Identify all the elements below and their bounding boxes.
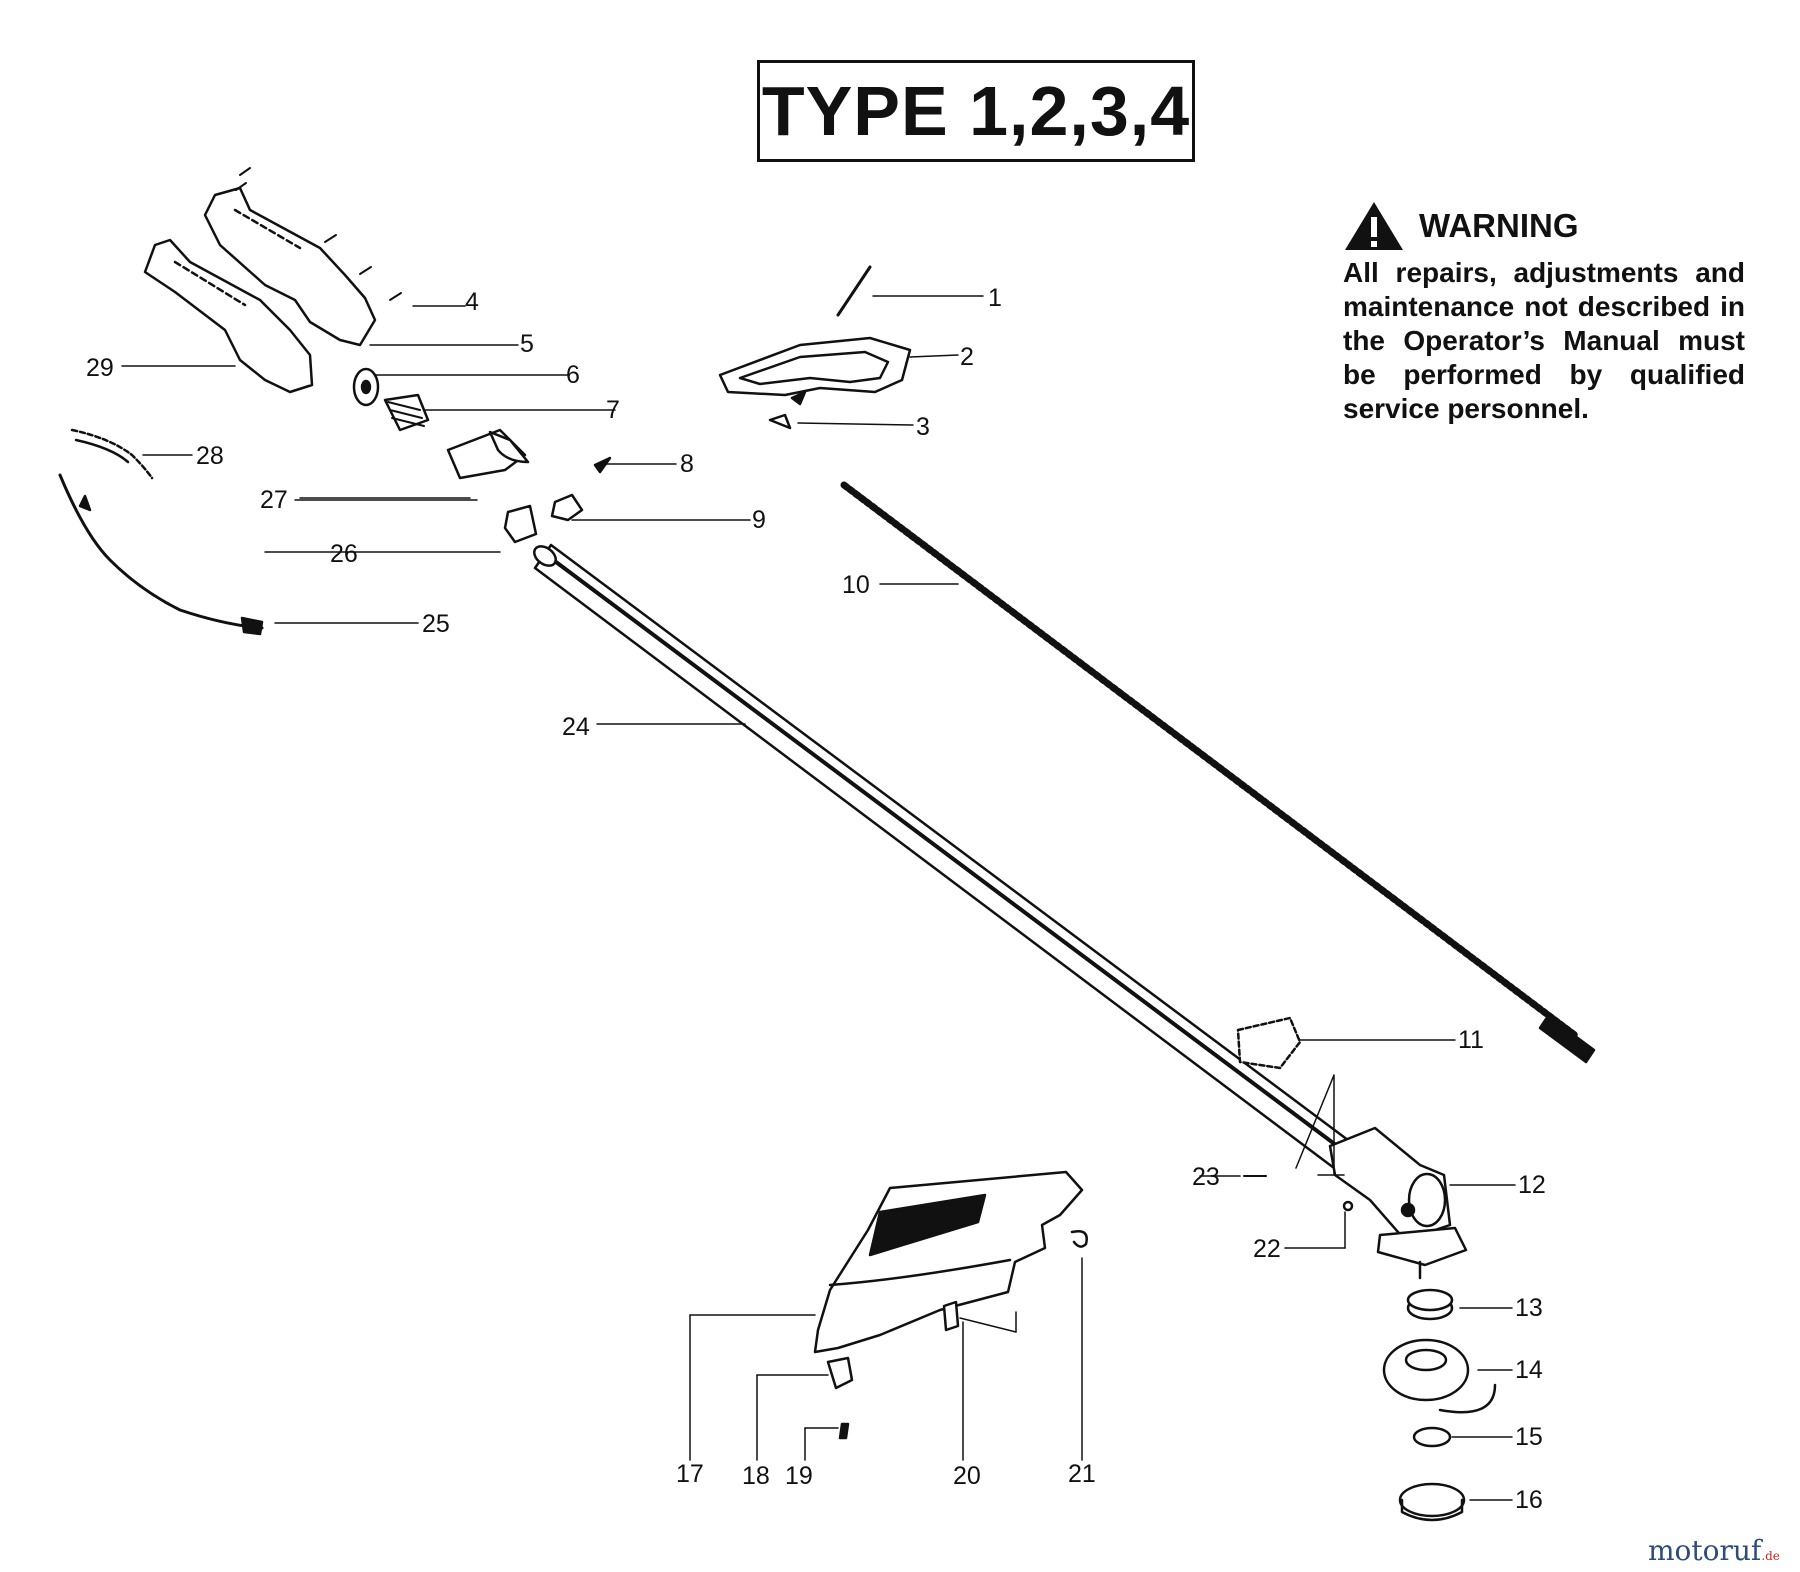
callout-10: 10 (842, 571, 870, 599)
throttle-cable (58, 473, 264, 636)
grass-shield (813, 1170, 1084, 1354)
callout-29: 29 (86, 354, 114, 382)
callout-5: 5 (520, 330, 534, 358)
harness-hanger (718, 265, 912, 430)
logo-suffix: .de (1761, 1549, 1780, 1563)
callout-4: 4 (465, 288, 479, 316)
callout-7: 7 (606, 396, 620, 424)
callout-23: 23 (1192, 1163, 1220, 1191)
shield-hardware (826, 1230, 1088, 1440)
callout-1: 1 (988, 284, 1002, 312)
drive-shaft-tube (533, 543, 1370, 1182)
callout-17: 17 (676, 1460, 704, 1488)
leader-lines (121, 295, 1516, 1501)
throttle-parts (352, 367, 612, 544)
callout-labels: 1 2 3 4 5 6 7 8 9 10 11 12 13 14 15 16 1… (86, 284, 1546, 1514)
wire-harness (70, 428, 154, 480)
handle-housing (143, 186, 377, 394)
callout-21: 21 (1068, 1460, 1096, 1488)
warning-heading: WARNING (1419, 207, 1579, 244)
callout-12: 12 (1518, 1171, 1546, 1199)
callout-19: 19 (785, 1462, 813, 1490)
callout-14: 14 (1515, 1356, 1543, 1384)
callout-26: 26 (330, 540, 358, 568)
warning-notice: WARNING All repairs, adjustments and mai… (1343, 200, 1745, 426)
callout-9: 9 (752, 506, 766, 534)
watermark-logo: motoruf.de (1648, 1534, 1780, 1567)
callout-3: 3 (916, 413, 930, 441)
flex-drive-cable (840, 481, 1596, 1064)
callout-25: 25 (422, 610, 450, 638)
callout-13: 13 (1515, 1294, 1543, 1322)
callout-27: 27 (260, 486, 288, 514)
callout-8: 8 (680, 450, 694, 478)
warning-body: All repairs, adjustments and maintenance… (1343, 257, 1745, 424)
type-title-box: TYPE 1,2,3,4 (757, 60, 1195, 162)
callout-11: 11 (1458, 1026, 1484, 1054)
callout-20: 20 (953, 1462, 981, 1490)
callout-22: 22 (1253, 1235, 1281, 1263)
head-screws (1243, 1074, 1354, 1212)
callout-28: 28 (196, 442, 224, 470)
callout-16: 16 (1515, 1486, 1543, 1514)
decal (1236, 1016, 1302, 1070)
callout-18: 18 (742, 1462, 770, 1490)
type-title: TYPE 1,2,3,4 (761, 72, 1191, 150)
trimmer-head-parts (1382, 1288, 1497, 1522)
gear-head (1328, 1126, 1468, 1280)
logo-text: motoruf (1648, 1534, 1762, 1567)
callout-24: 24 (562, 713, 590, 741)
warning-icon (1345, 202, 1403, 250)
handle-screws (235, 167, 402, 301)
callout-15: 15 (1515, 1423, 1543, 1451)
callout-2: 2 (960, 343, 974, 371)
callout-6: 6 (566, 361, 580, 389)
